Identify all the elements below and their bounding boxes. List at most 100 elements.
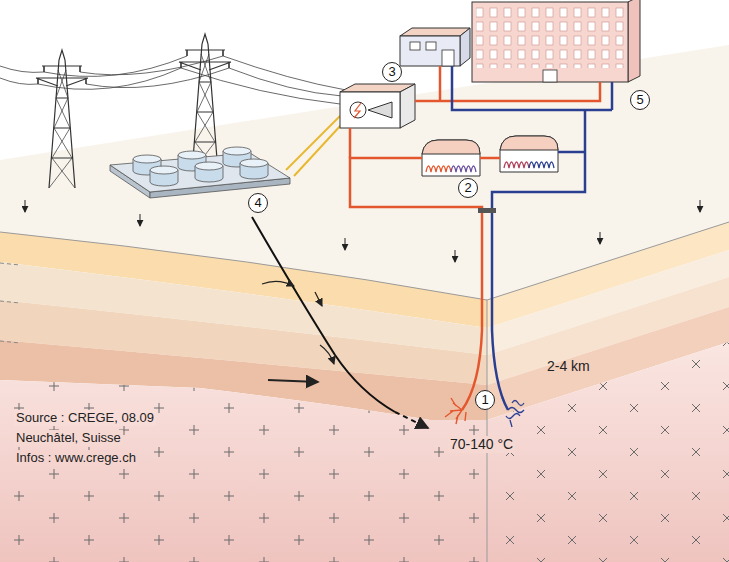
source-note: Source : CREGE, 08.09 [14,410,156,426]
power-line [80,56,223,75]
power-plant [350,102,366,118]
warehouse [426,42,436,50]
temperature-label: 70-140 °C [448,436,515,453]
greenhouse [426,166,451,172]
fault-line [252,217,428,428]
cooling-towers [150,166,178,186]
power-line [181,68,340,104]
power-line [0,56,346,104]
wellhead [478,208,496,213]
warehouse [460,28,470,66]
layer-stub [0,263,20,265]
cooling-pipe [286,116,340,170]
greenhouse [500,136,558,172]
production-well [445,398,466,424]
power-line [0,78,38,84]
crystalline-basement-right [487,342,729,562]
groundwater-flow-arrow [268,380,318,382]
callout-number: 1 [481,393,488,407]
pylon [36,34,231,188]
crystalline-basement-right [487,342,729,562]
callout-number: 2 [464,181,471,195]
infiltration-arrow [345,238,346,250]
infiltration-arrow [140,214,141,226]
cooling-towers [240,159,268,179]
warehouse [400,36,460,66]
greenhouse [504,162,529,168]
crystalline-basement-left [0,380,487,562]
cold-water-pipe [452,66,612,110]
warehouse [400,28,470,66]
greenhouse [422,140,480,176]
apartment-block [472,0,640,82]
production-well [462,212,482,410]
callout-circle: 3 [382,62,402,82]
apartment-block [628,0,640,82]
power-plant [340,84,415,128]
injection-well [492,212,524,427]
greenhouse [451,166,476,172]
greenhouse [529,162,554,168]
hot-water-pipe [439,66,442,101]
callout-number: 5 [636,93,643,107]
crystalline-basement-left [0,380,487,562]
block-edge [487,300,488,562]
hot-water-pipe [480,157,500,160]
cold-water-pipe [452,66,612,212]
callout-circle: 2 [458,178,478,198]
cold-water-pipe [492,110,585,212]
power-plant [340,92,400,128]
callout-circle: 4 [248,193,268,213]
layer-stub [0,301,20,303]
groundwater-flow-arrow [262,281,294,286]
fault-line [395,412,428,428]
apartment-block [476,6,624,68]
power-line [229,68,342,96]
infiltration-arrow [455,250,456,262]
pylon [36,50,88,188]
callout-circle: 1 [475,390,495,410]
injection-well [502,398,524,427]
callout-number: 4 [254,196,261,210]
infiltration-arrow [600,232,601,244]
hot-water-pipe [350,66,600,212]
apartment-block [472,2,628,82]
production-well [445,212,482,424]
power-line [223,56,346,90]
power-plant [354,103,361,118]
warehouse [442,50,454,66]
cooling-pipe [286,116,342,176]
groundwater-flow-arrow [320,345,334,364]
source-note: Neuchâtel, Suisse [14,430,123,446]
groundwater-flow-arrow [315,292,322,306]
infiltration-arrow [25,200,700,262]
depth-label: 2-4 km [545,358,592,375]
greenhouse [422,140,480,154]
hot-water-pipe [415,82,600,101]
callout-number: 3 [388,65,395,79]
layer-stub [0,341,20,343]
block-edge [0,222,729,562]
block-edge [0,222,729,300]
cooling-towers [110,147,290,198]
greenhouse [500,136,558,150]
infiltration-arrow [25,200,26,212]
cold-water-pipe [611,82,614,110]
cooling-pipe [294,124,342,176]
power-plant [400,84,415,128]
power-plant [368,102,392,118]
wellhead [478,208,496,213]
power-line [86,68,229,88]
fault-line [252,217,395,412]
warehouse [410,42,420,50]
warehouse [400,28,470,36]
cooling-towers [195,162,223,182]
infiltration-arrow [700,200,701,212]
groundwater-flow-arrow [262,281,334,382]
apartment-block [543,70,557,82]
layer-stub [0,263,20,343]
callout-circle: 5 [630,90,650,110]
greenhouse [500,136,558,172]
